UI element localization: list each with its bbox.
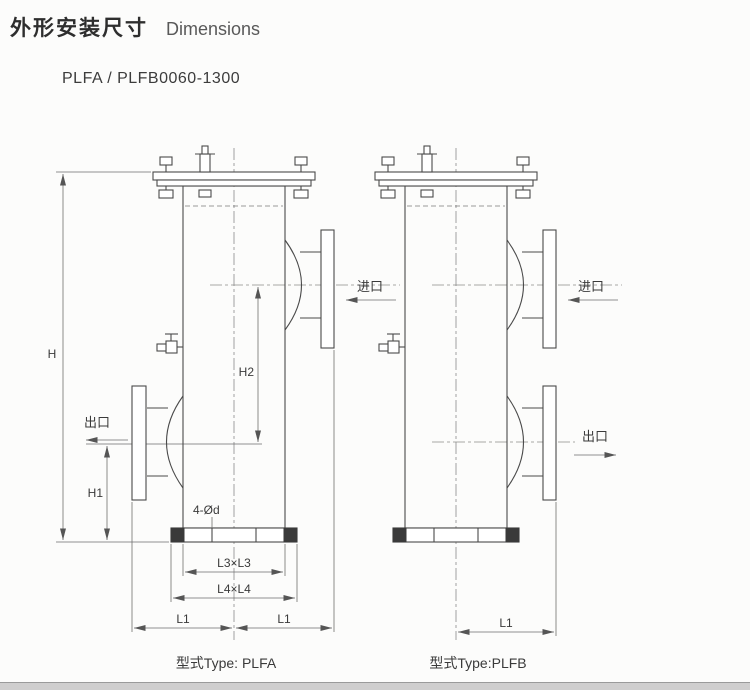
dim-h-label: H [48,347,57,361]
bottom-flange-cap-left [170,527,185,543]
dim-l4-label: L4×L4 [217,582,251,596]
top-flange-assembly [374,145,538,199]
vessel-plfb: 进口 出口 L1 型式Type:PLFB [374,145,622,671]
dim-l1-right-label: L1 [277,612,291,626]
inlet-flange [542,229,557,349]
outlet-dome [166,395,184,489]
outlet-label: 出口 [84,415,110,430]
inlet-label: 进口 [578,279,604,294]
vessel-plfa: 进口 出口 H H2 H1 4-Ød [48,145,400,671]
drain-outlet [156,343,167,352]
inlet-nozzle [284,229,335,349]
page-bottom-edge [0,682,750,690]
vent-plug [423,145,431,155]
vent-fitting [199,153,211,173]
page-header: 外形安装尺寸 Dimensions [10,12,260,42]
dim-l4: L4×L4 [170,544,298,602]
bolt-head [294,156,308,166]
inlet-flange [320,229,335,349]
inlet-label: 进口 [357,279,383,294]
drain-valve-body [387,340,400,354]
inlet-dome [506,239,524,331]
bottom-flange-cap-right [505,527,520,543]
page-title: 外形安装尺寸 [10,17,148,40]
vent-plug [201,145,209,155]
dim-l1-left-label: L1 [176,612,190,626]
top-flange-assembly [152,145,316,199]
dim-h2-label: H2 [239,365,255,379]
dim-h1-label: H1 [88,486,104,500]
dim-h1: H1 [88,446,110,540]
outlet-flange [542,385,557,501]
dim-l1-pair: L1 L1 [131,350,335,632]
drain-valve [378,333,405,354]
bottom-flange-cap-left [392,527,407,543]
bolt-head [381,156,395,166]
bolt-head [159,156,173,166]
holes-label: 4-Ød [193,503,220,517]
bottom-flange-plate [392,527,520,543]
page-title-english: Dimensions [166,19,261,39]
dim-h: H [48,171,169,543]
dim-h2: H2 [239,287,261,442]
dim-l1-label: L1 [499,616,513,630]
inlet-nozzle [506,229,557,349]
bolt-nut [515,189,531,199]
drain-valve [156,333,183,354]
bottom-flange-plate [170,527,298,543]
top-flange-plate-lower [156,179,312,187]
top-flange-plate [374,171,538,181]
outlet-nozzle [131,385,184,501]
drain-outlet [378,343,389,352]
model-range-label: PLFA / PLFB0060-1300 [62,70,241,87]
dim-l3: L3×L3 [182,544,286,576]
dim-l1: L1 [458,502,557,636]
bottom-flange [392,527,520,543]
bottom-flange [170,527,298,543]
bolt-nut [380,189,396,199]
top-flange-plate [152,171,316,181]
dim-l3-label: L3×L3 [217,556,251,570]
bolt-head [516,156,530,166]
top-flange-plate-lower [378,179,534,187]
outlet-flange [131,385,147,501]
bolt-nut [293,189,309,199]
outlet-label: 出口 [582,429,608,444]
drain-valve-body [165,340,178,354]
inlet-dome [284,239,302,331]
vent-fitting [421,153,433,173]
vent-nut [198,189,212,198]
type-caption-plfa: 型式Type: PLFA [176,655,277,671]
bolt-nut [158,189,174,199]
outlet-nozzle [506,385,557,501]
type-caption-plfb: 型式Type:PLFB [429,655,526,671]
outlet-dome [506,395,524,489]
holes-callout: 4-Ød [193,503,220,528]
vent-nut [420,189,434,198]
bottom-flange-cap-right [283,527,298,543]
